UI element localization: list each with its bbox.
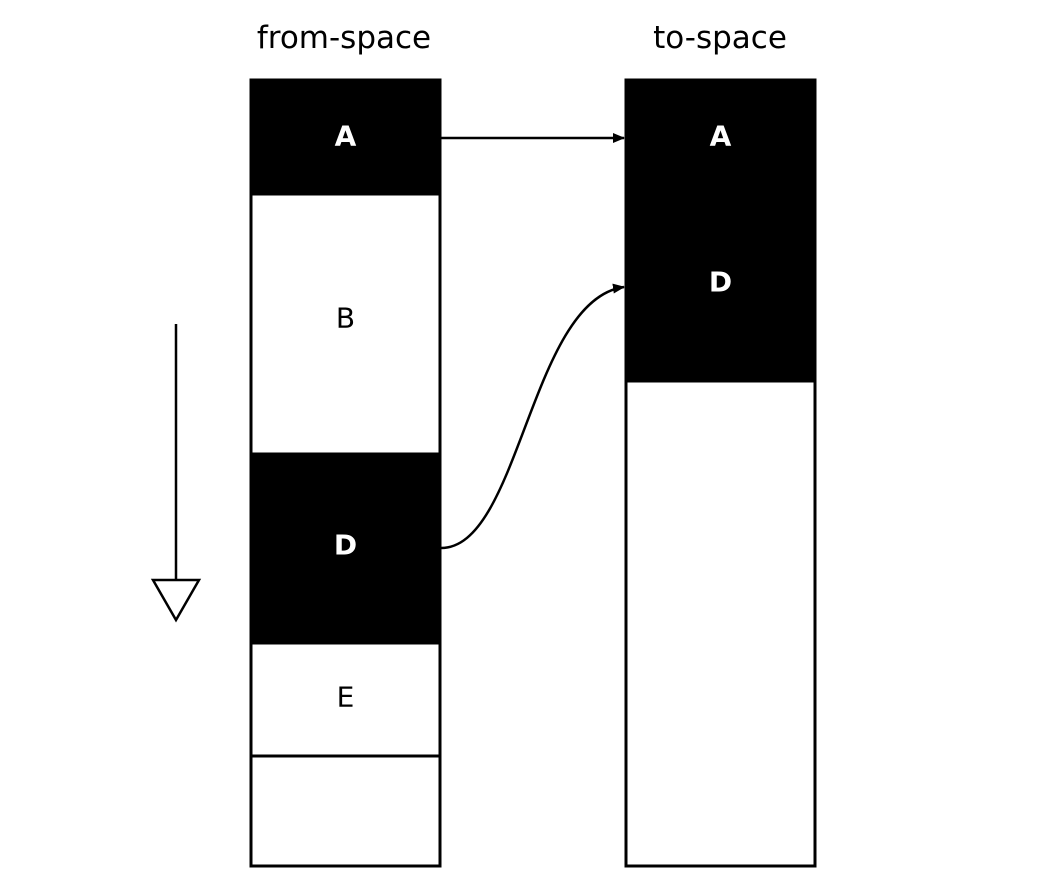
from-space-block-a xyxy=(249,78,442,196)
copy-arrows xyxy=(440,133,625,550)
from-space-column: A B D E xyxy=(249,78,442,868)
from-space-block-e xyxy=(249,641,442,758)
from-space-label-d: D xyxy=(334,529,357,562)
to-space-block-d xyxy=(624,192,817,383)
to-space-label-d: D xyxy=(709,266,732,299)
to-space-label-a: A xyxy=(710,120,732,153)
copy-arrow-d xyxy=(440,283,625,550)
from-space-block-d xyxy=(249,452,442,645)
from-space-label-b: B xyxy=(336,302,355,335)
from-space-block-b xyxy=(249,192,442,456)
to-space-block-free xyxy=(624,379,817,868)
from-space-block-free xyxy=(249,754,442,868)
to-space-title: to-space xyxy=(653,20,787,56)
down-triangle-icon xyxy=(150,578,202,623)
from-space-label-e: E xyxy=(337,681,355,714)
scan-direction-arrow xyxy=(150,324,202,623)
from-space-title: from-space xyxy=(257,20,431,56)
from-space-label-a: A xyxy=(335,120,357,153)
to-space-column: AD xyxy=(624,78,817,868)
